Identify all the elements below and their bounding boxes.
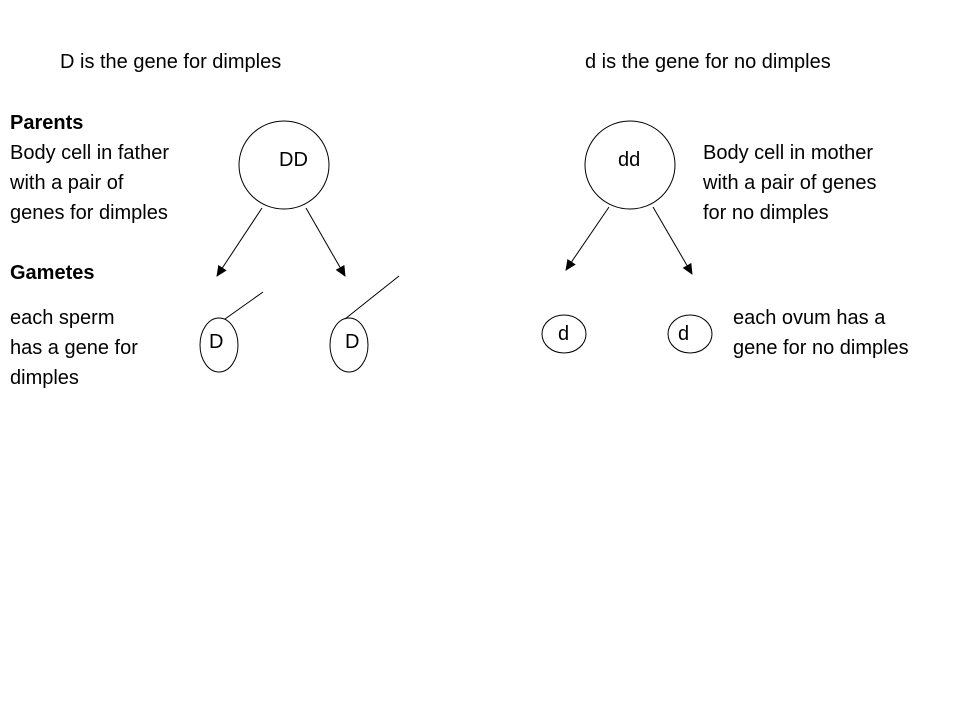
ovum-2 — [667, 314, 713, 354]
father-to-sperm-2-arrow — [305, 207, 346, 277]
sperm-description-line: each sperm — [10, 307, 115, 329]
mother-body-cell — [584, 120, 676, 210]
sperm-description-line: has a gene for — [10, 337, 138, 359]
ovum-description-line: gene for no dimples — [733, 337, 909, 359]
mother-description: Body cell in mother with a pair of genes… — [703, 138, 876, 228]
father-description-line: Body cell in father — [10, 142, 169, 164]
mother-description-line: for no dimples — [703, 202, 829, 224]
sperm-2-tail — [344, 275, 400, 320]
ovum-1-allele-label: d — [558, 323, 570, 345]
sperm-description: each sperm has a gene for dimples — [10, 303, 138, 393]
recessive-gene-definition: d is the gene for no dimples — [585, 51, 831, 73]
father-description-line: genes for dimples — [10, 202, 168, 224]
mother-to-ovum-1-arrow — [565, 206, 610, 271]
sperm-2-head — [329, 317, 369, 373]
father-to-sperm-1-arrow — [216, 207, 263, 277]
father-body-cell — [238, 120, 330, 210]
father-description: Body cell in father with a pair of genes… — [10, 138, 169, 228]
mother-description-line: Body cell in mother — [703, 142, 874, 164]
sperm-1-tail — [224, 291, 264, 320]
sperm-1-allele-label: D — [209, 331, 224, 353]
ovum-description-line: each ovum has a — [733, 307, 886, 329]
gametes-heading: Gametes — [10, 262, 95, 284]
sperm-2-allele-label: D — [345, 331, 360, 353]
sperm-description-line: dimples — [10, 367, 79, 389]
dominant-gene-definition: D is the gene for dimples — [60, 51, 282, 73]
ovum-2-allele-label: d — [678, 323, 690, 345]
father-genotype-label: DD — [279, 149, 308, 171]
parents-heading: Parents — [10, 112, 84, 134]
father-description-line: with a pair of — [10, 172, 124, 194]
mother-genotype-label: dd — [618, 149, 641, 171]
sperm-1-head — [199, 317, 239, 373]
ovum-description: each ovum has a gene for no dimples — [733, 303, 909, 363]
ovum-1 — [541, 314, 587, 354]
mother-description-line: with a pair of genes — [703, 172, 877, 194]
mother-to-ovum-2-arrow — [652, 206, 693, 275]
